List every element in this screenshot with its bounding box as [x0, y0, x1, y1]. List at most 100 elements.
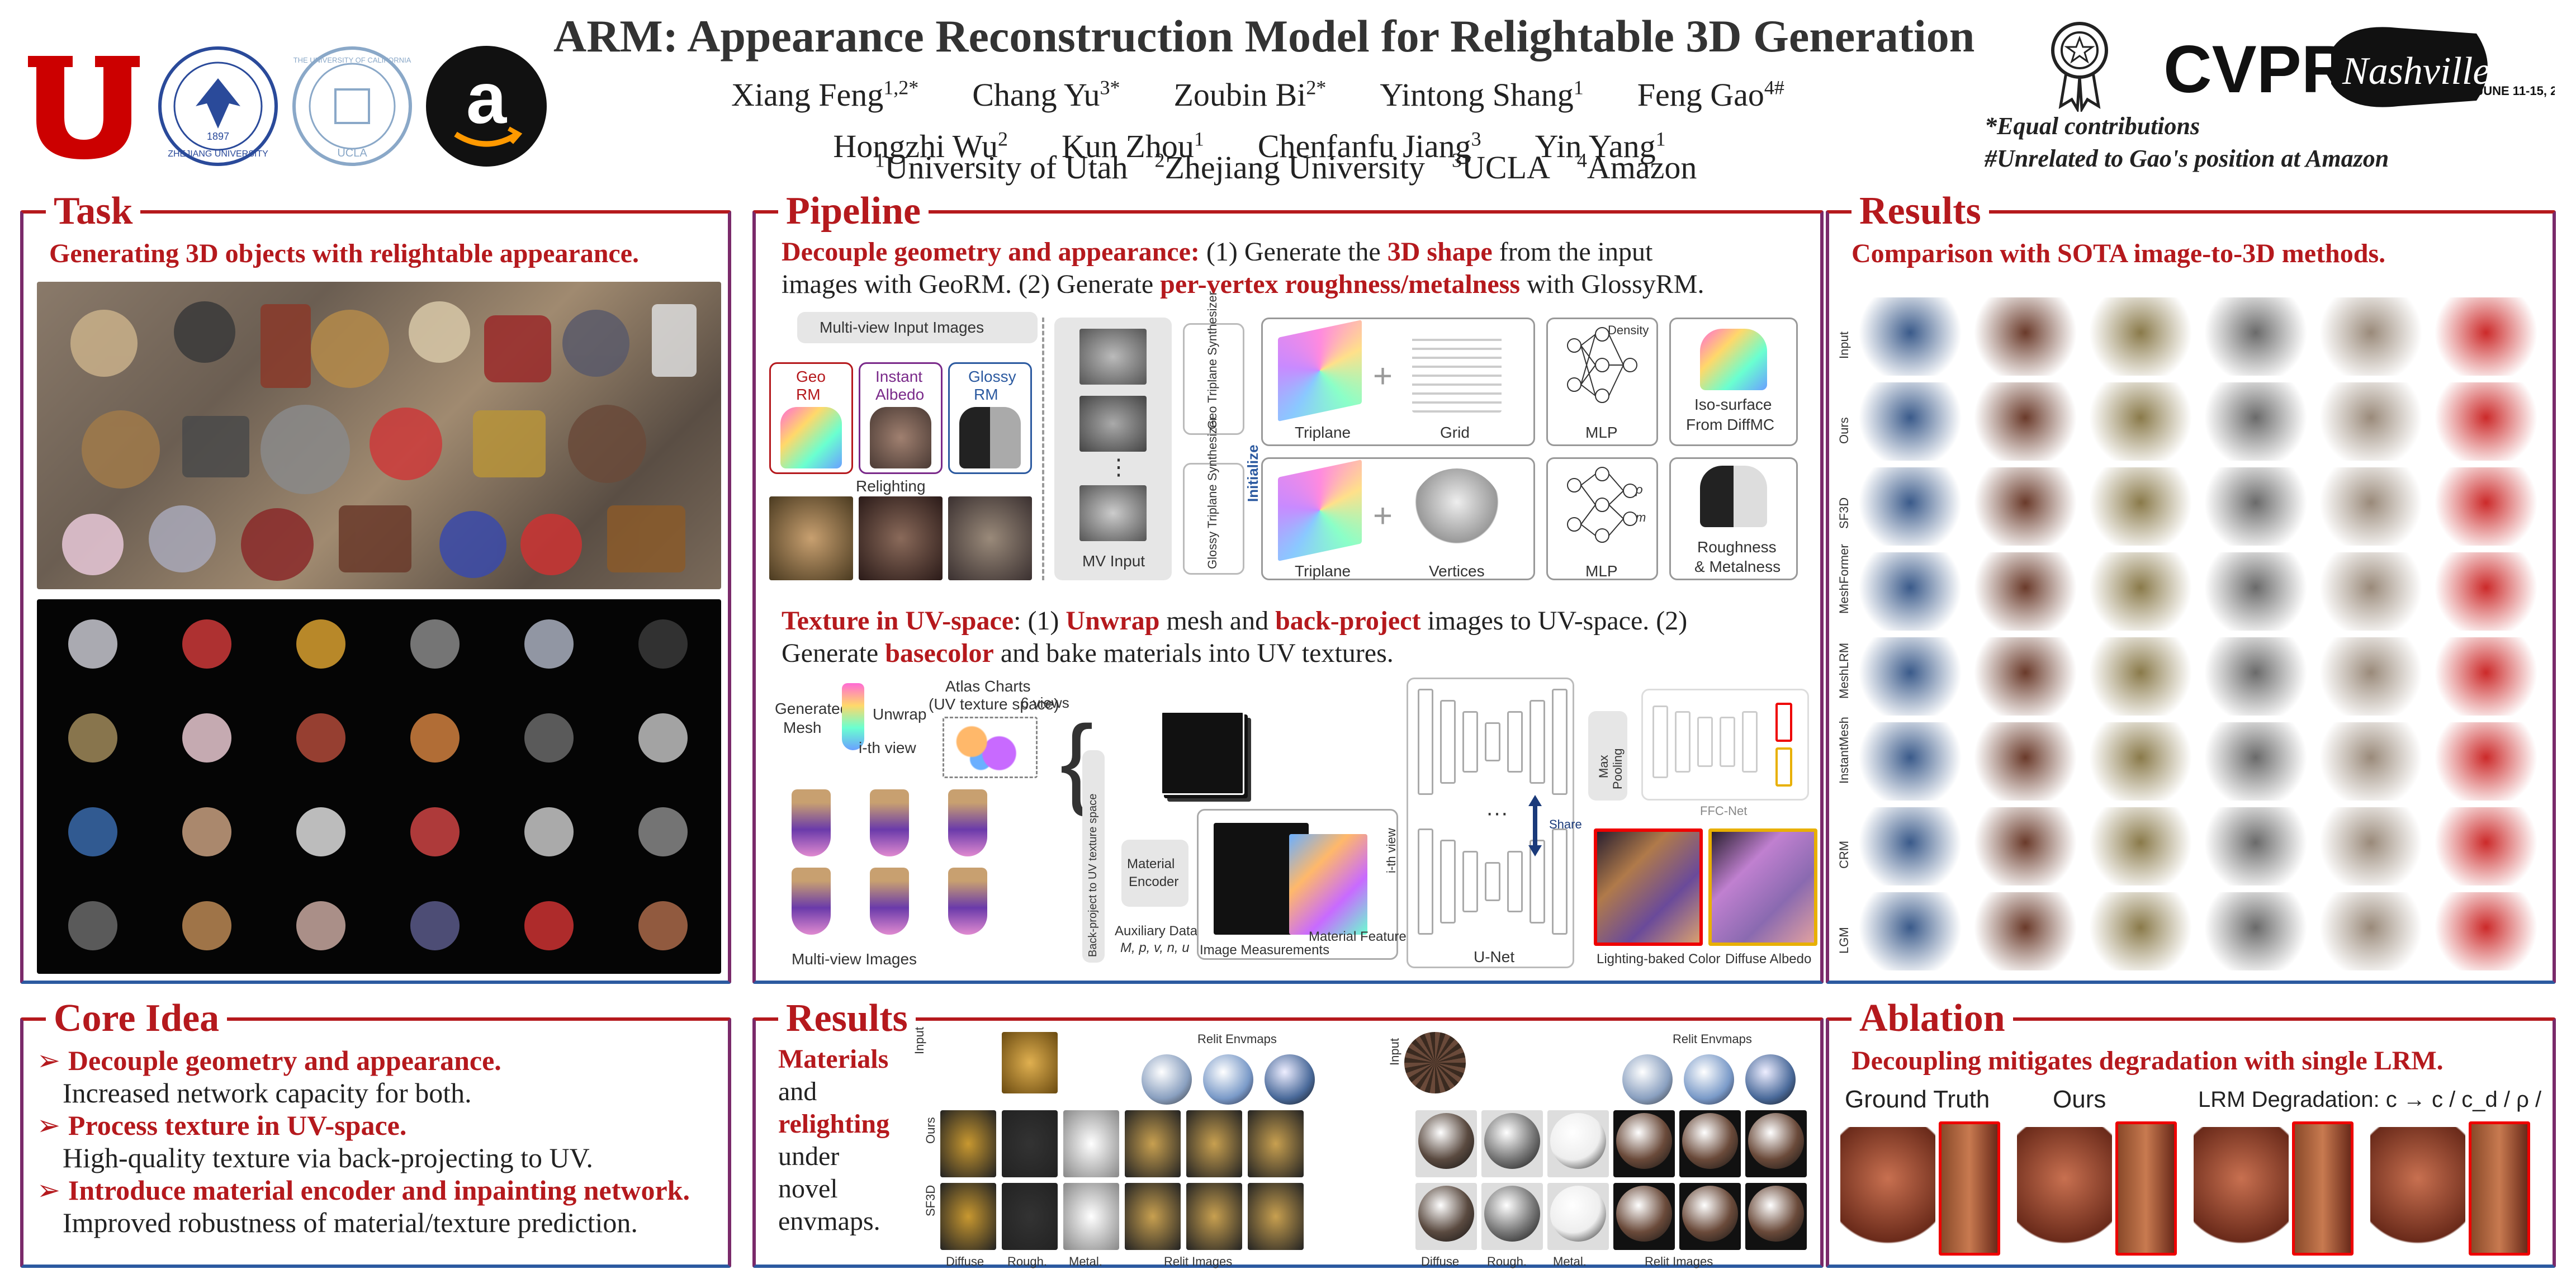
- envmap-1-3: [1265, 1054, 1315, 1105]
- relit-envmaps-label-2: Relit Envmaps: [1673, 1032, 1752, 1046]
- trophy-result-image: [1063, 1110, 1119, 1177]
- core-bullet: ➢Introduce material encoder and inpainti…: [37, 1174, 690, 1206]
- roughness-render: [1700, 466, 1767, 527]
- vial-view-image: [948, 868, 987, 935]
- svg-text:Nashville: Nashville: [2342, 50, 2490, 93]
- comparison-result-image: [1857, 722, 1963, 801]
- sphere-ball: [1550, 1113, 1606, 1169]
- vial-view-image: [870, 868, 909, 935]
- trophy-result-image: [940, 1183, 996, 1250]
- unet-label: U-Net: [1474, 948, 1515, 965]
- comparison-result-image: [2433, 467, 2539, 546]
- ffc-layer: [1697, 717, 1713, 767]
- instant-albedo-render: [870, 407, 931, 468]
- trophy-result-image: [1002, 1110, 1058, 1177]
- iso-label-2: From DiffMC: [1686, 416, 1775, 433]
- core-bullet-body: Increased network capacity for both.: [63, 1077, 472, 1109]
- ffc-layer: [1742, 711, 1758, 773]
- sphere-column-label: Relit Images: [1645, 1254, 1713, 1268]
- trophy-column-label: Rough.: [1007, 1254, 1047, 1268]
- pipeline-title: Pipeline: [778, 189, 929, 234]
- svg-text:JUNE 11-15, 2025: JUNE 11-15, 2025: [2476, 84, 2555, 98]
- comparison-result-image: [2433, 892, 2539, 970]
- comparison-result-image: [2203, 467, 2309, 546]
- grid-label: Grid: [1440, 424, 1470, 441]
- relit-object-thumbnail: [638, 807, 688, 856]
- texture-diagram: Generated Mesh Unwrap Atlas Charts (UV t…: [769, 678, 1817, 974]
- triplane-label-1: Triplane: [1295, 424, 1351, 441]
- relit-objects-grid: [37, 599, 721, 974]
- unet-layer: [1530, 700, 1545, 784]
- glossy-rm-label-2: RM: [974, 386, 998, 403]
- aux-label-1: Auxiliary Data: [1115, 924, 1198, 939]
- trophy-result-image: [1248, 1110, 1304, 1177]
- author-text: Hongzhi Wu: [833, 127, 998, 164]
- mv-view-1: [1079, 329, 1147, 385]
- affiliation: 3UCLA: [1452, 149, 1550, 186]
- material-encoder-label-1: Material: [1127, 856, 1175, 872]
- ablation-title: Ablation: [1852, 996, 2013, 1041]
- relit-object-thumbnail: [296, 619, 345, 669]
- sphere-ball: [1682, 1186, 1738, 1242]
- affiliation-sup: 2: [1154, 149, 1165, 172]
- unwrap-label: Unwrap: [873, 705, 927, 723]
- relit-object-thumbnail: [68, 807, 117, 856]
- results-materials-title: Results: [778, 996, 916, 1041]
- input-label-2: Input: [1388, 1038, 1401, 1066]
- core-idea-section: Core Idea ➢Decouple geometry and appeara…: [20, 996, 731, 1268]
- author-name: Chenfanfu Jiang3: [1258, 127, 1481, 164]
- ablation-zoom-crop: [2115, 1121, 2177, 1256]
- materials-text-line: Materials: [778, 1044, 889, 1074]
- iso-label-1: Iso-surface: [1694, 396, 1772, 413]
- relight-sample-3: [948, 496, 1032, 580]
- trophy-input: [1002, 1032, 1058, 1093]
- svg-text:THE UNIVERSITY OF CALIFORNIA: THE UNIVERSITY OF CALIFORNIA: [293, 56, 411, 64]
- glossy-synth-box: [1183, 463, 1244, 575]
- affiliation-name: University of Utah: [884, 149, 1128, 186]
- svg-text:a: a: [466, 57, 508, 139]
- relit-object-thumbnail: [410, 713, 460, 763]
- mlp-box-1: [1546, 318, 1658, 446]
- sphere-ball: [1484, 1113, 1540, 1169]
- pipeline-line-2: images with GeoRM. (2) Generate per-vert…: [782, 269, 1704, 299]
- svg-text:CVPR: CVPR: [2163, 32, 2350, 107]
- trophy-column-label: Diffuse: [946, 1254, 984, 1268]
- poster-title: ARM: Appearance Reconstruction Model for…: [553, 11, 1975, 61]
- arrow-bullet-icon: ➢: [37, 1110, 60, 1141]
- sphere-column-label: Diffuse: [1421, 1254, 1460, 1268]
- sphere-ball: [1550, 1186, 1606, 1242]
- glossy-triplane-image: [1278, 460, 1362, 561]
- vial-view-image: [792, 789, 831, 856]
- results-comparison-subtitle: Comparison with SOTA image-to-3D methods…: [1852, 239, 2386, 268]
- geometry-material-diagram: Multi-view Input Images Geo RM Instant A…: [769, 291, 1815, 591]
- author-name: Chang Yu3*: [972, 77, 1120, 113]
- geo-synth-box: [1183, 323, 1244, 435]
- ffc-layer: [1720, 717, 1735, 767]
- author-text: Feng Gao: [1637, 77, 1764, 113]
- relit-object-thumbnail: [524, 901, 574, 950]
- glossy-rm-render: [959, 407, 1021, 468]
- results-comparison-section: Results Comparison with SOTA image-to-3D…: [1826, 189, 2556, 984]
- ablation-zoom-crop: [1939, 1121, 2000, 1256]
- author-affil-sup: 2*: [1306, 77, 1327, 99]
- author-name: Xiang Feng1,2*: [731, 77, 918, 113]
- unet-layer: [1507, 711, 1523, 773]
- input-label-1: Input: [912, 1027, 926, 1054]
- unet-layer: [1485, 862, 1500, 901]
- comparison-result-image: [1857, 552, 1963, 631]
- max-pooling-box: [1588, 711, 1627, 801]
- relit-object-thumbnail: [182, 901, 231, 950]
- relit-object-thumbnail: [638, 901, 688, 950]
- trophy-column-label: Relit Images: [1164, 1254, 1233, 1268]
- sphere-ball: [1682, 1113, 1738, 1169]
- comparison-result-image: [2087, 637, 2194, 716]
- sphere-column-label: Rough.: [1487, 1254, 1527, 1268]
- core-bullet-head: Process texture in UV-space.: [68, 1110, 407, 1141]
- ablation-zoom-crop: [2469, 1121, 2530, 1256]
- utah-logo: [22, 50, 145, 162]
- author-affil-sup: 1,2*: [883, 77, 919, 99]
- relit-object-thumbnail: [410, 807, 460, 856]
- material-feature-label: Material Feature: [1309, 929, 1407, 944]
